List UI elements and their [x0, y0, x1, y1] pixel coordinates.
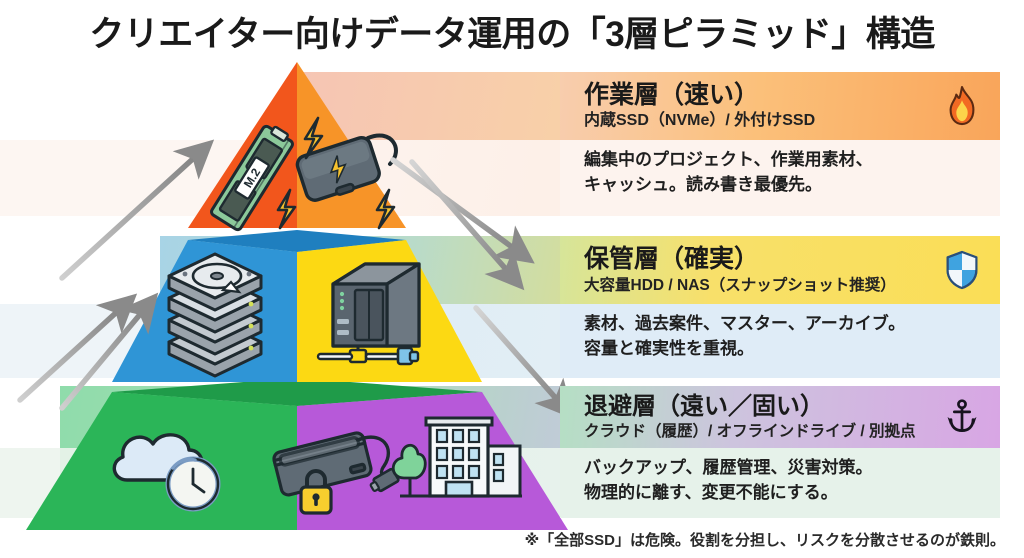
fire-icon: [940, 84, 984, 128]
tier-panel-store-body: 素材、過去案件、マスター、アーカイブ。 容量と確実性を重視。: [560, 304, 1000, 378]
cloud-clock-icon: [112, 433, 221, 512]
office-building-icon: [391, 416, 522, 498]
tier-subtitle-work: 内蔵SSD（NVMe）/ 外付けSSD: [584, 112, 816, 130]
lightning-bolt-icon: [276, 116, 396, 230]
tier-desc-store-line2: 容量と確実性を重視。: [584, 338, 754, 358]
portable-ssd-icon: [295, 133, 398, 202]
tier-panel-work-header: 作業層（速い） 内蔵SSD（NVMe）/ 外付けSSD: [560, 72, 1000, 140]
hdd-stack-icon: [167, 252, 263, 378]
page-title: クリエイター向けデータ運用の「3層ピラミッド」構造: [89, 14, 935, 54]
tier-title-store: 保管層（確実）: [584, 244, 760, 273]
pyramid-tier1-face-left: [188, 62, 297, 228]
tier-title-escape: 退避層（遠い／固い）: [584, 392, 824, 420]
tier-panel-store[interactable]: 保管層（確実） 大容量HDD / NAS（スナップショット推奨） 素材、過去案件…: [560, 236, 1000, 378]
tier-desc-work-line1: 編集中のプロジェクト、作業用素材、: [584, 150, 873, 169]
tier-subtitle-escape: クラウド（履歴）/ オフラインドライブ / 別拠点: [584, 423, 916, 441]
tier-panel-store-header: 保管層（確実） 大容量HDD / NAS（スナップショット推奨）: [560, 236, 1000, 304]
nas-box-icon: [331, 262, 421, 348]
pyramid-tier2-cap: [188, 230, 406, 252]
footnote-text: ※「全部SSD」は危険。役割を分担し、リスクを分散させるのが鉄則。: [524, 531, 1005, 549]
tier-panel-escape[interactable]: 退避層（遠い／固い） クラウド（履歴）/ オフラインドライブ / 別拠点 バック…: [560, 386, 1000, 518]
tier-desc-work-line2: キャッシュ。読み書き最優先。: [584, 174, 822, 194]
tier-panel-escape-body: バックアップ、履歴管理、災害対策。 物理的に離す、変更不能にする。: [560, 448, 1000, 518]
tier-desc-escape-line2: 物理的に離す、変更不能にする。: [584, 482, 838, 502]
ethernet-cable-icon: [316, 346, 420, 366]
shield-icon: [940, 248, 984, 292]
m2-ssd-icon: M.2: [210, 124, 294, 232]
three-tier-pyramid: M.2: [26, 62, 568, 530]
tier-title-work: 作業層（速い）: [584, 80, 760, 109]
tier-desc-escape-line1: バックアップ、履歴管理、災害対策。: [584, 458, 873, 477]
tier-desc-store-line1: 素材、過去案件、マスター、アーカイブ。: [584, 314, 906, 333]
anchor-icon: [940, 395, 984, 439]
tier-panel-escape-header: 退避層（遠い／固い） クラウド（履歴）/ オフラインドライブ / 別拠点: [560, 386, 1000, 448]
tier-panel-work-body: 編集中のプロジェクト、作業用素材、 キャッシュ。読み書き最優先。: [560, 140, 1000, 216]
external-hdd-lock-icon: [272, 431, 400, 515]
tier-subtitle-store: 大容量HDD / NAS（スナップショット推奨）: [584, 276, 896, 294]
tier-panel-work[interactable]: 作業層（速い） 内蔵SSD（NVMe）/ 外付けSSD 編集中のプロジェクト、作…: [560, 72, 1000, 216]
